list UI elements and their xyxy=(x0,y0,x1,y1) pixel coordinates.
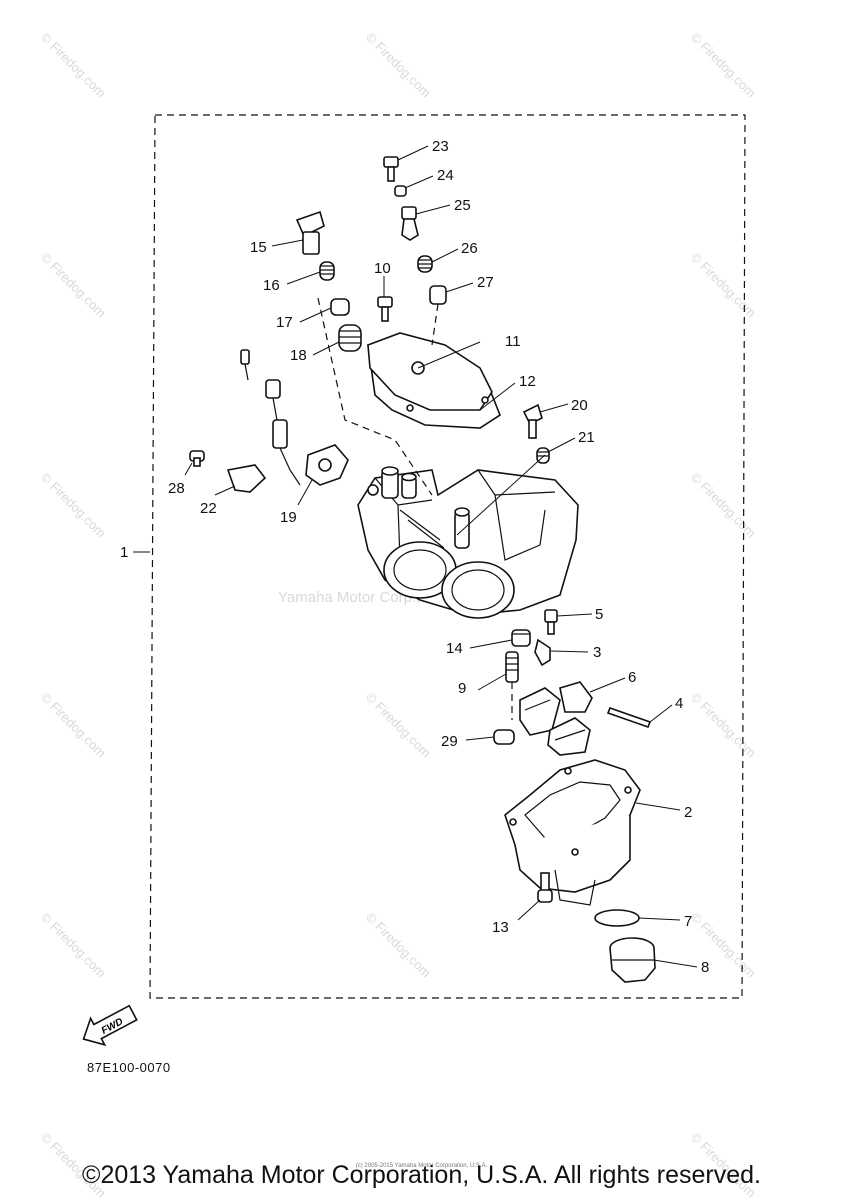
callout-22: 22 xyxy=(200,500,217,517)
drain-plug xyxy=(609,937,656,983)
float-assembly xyxy=(493,681,652,756)
callout-27: 27 xyxy=(477,274,494,291)
watermark: © Firedog.com xyxy=(688,30,759,101)
callout-5: 5 xyxy=(595,606,603,623)
watermark: © Firedog.com xyxy=(38,690,109,761)
callout-25: 25 xyxy=(454,197,471,214)
watermark: © Firedog.com xyxy=(688,690,759,761)
callout-24: 24 xyxy=(437,167,454,184)
watermark: © Firedog.com xyxy=(688,470,759,541)
callout-2: 2 xyxy=(684,804,692,821)
callout-11: 11 xyxy=(505,333,521,350)
top-cover xyxy=(367,332,501,429)
callout-14: 14 xyxy=(446,640,463,657)
callout-19: 19 xyxy=(280,509,297,526)
callout-16: 16 xyxy=(263,277,280,294)
callout-26: 26 xyxy=(461,240,478,257)
watermark: © Firedog.com xyxy=(38,910,109,981)
callout-15: 15 xyxy=(250,239,267,256)
watermark: © Firedog.com xyxy=(38,30,109,101)
callout-29: 29 xyxy=(441,733,458,750)
callout-8: 8 xyxy=(701,959,709,976)
float-bowl xyxy=(504,759,641,906)
callout-9: 9 xyxy=(458,680,466,697)
bowl-screw xyxy=(537,872,553,903)
callout-28: 28 xyxy=(168,480,185,497)
callout-18: 18 xyxy=(290,347,307,364)
cover-screw xyxy=(377,296,393,322)
throttle-stop-screw xyxy=(522,403,550,464)
diagram-code: 87E100-0070 xyxy=(87,1060,171,1075)
watermark: © Firedog.com xyxy=(363,30,434,101)
callout-21: 21 xyxy=(578,429,595,446)
watermark: © Firedog.com xyxy=(363,690,434,761)
starter-plunger-stack xyxy=(295,210,433,496)
watermark: © Firedog.com xyxy=(688,250,759,321)
callout-3: 3 xyxy=(593,644,601,661)
watermark-layer: © Firedog.com © Firedog.com © Firedog.co… xyxy=(38,30,759,1200)
pilot-screw-stack xyxy=(383,156,447,346)
callout-6: 6 xyxy=(628,669,636,686)
callout-12: 12 xyxy=(519,373,536,390)
callout-10: 10 xyxy=(374,260,391,277)
fwd-arrow-icon: FWD xyxy=(82,1004,138,1047)
callout-20: 20 xyxy=(571,397,588,414)
watermark: © Firedog.com xyxy=(38,250,109,321)
callout-13: 13 xyxy=(492,919,509,936)
callout-17: 17 xyxy=(276,314,293,331)
o-ring xyxy=(594,909,640,927)
throttle-sensor-harness xyxy=(189,349,349,493)
watermark: © Firedog.com xyxy=(38,470,109,541)
watermark: © Firedog.com xyxy=(688,910,759,981)
callout-7: 7 xyxy=(684,913,692,930)
callout-4: 4 xyxy=(675,695,683,712)
carburetor-body xyxy=(357,466,579,619)
leader-lines xyxy=(184,145,698,968)
callout-labels: 1 2 3 4 5 6 7 8 9 10 11 12 13 14 15 16 1… xyxy=(120,138,709,976)
small-copyright: (c) 2005-2015 Yamaha Motor Corporation, … xyxy=(355,1163,488,1169)
watermark: © Firedog.com xyxy=(363,910,434,981)
callout-1: 1 xyxy=(120,544,128,561)
callout-23: 23 xyxy=(432,138,449,155)
jets-group xyxy=(505,609,558,720)
copyright-notice: ©2013 Yamaha Motor Corporation, U.S.A. A… xyxy=(82,1161,761,1189)
